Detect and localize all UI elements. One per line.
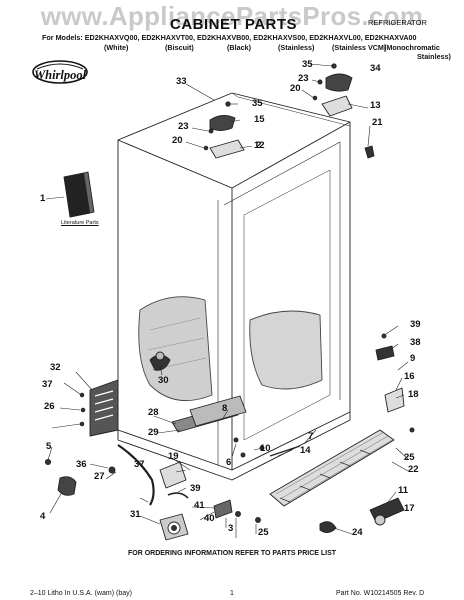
callout-28: 28: [148, 407, 159, 418]
callout-34: 34: [370, 63, 381, 74]
callout-15: 15: [254, 114, 265, 125]
callout-12: 12: [254, 140, 265, 151]
literature-parts-label: Literature Parts: [61, 220, 99, 226]
page-title: CABINET PARTS: [170, 16, 298, 33]
toe-grille: [269, 429, 395, 507]
callout-35b: 35: [302, 59, 313, 70]
callout-16: 16: [404, 371, 415, 382]
variant-white: (White): [104, 43, 129, 52]
callout-3: 3: [228, 523, 234, 534]
footer-page-number: 1: [230, 590, 234, 597]
callout-30: 30: [158, 375, 169, 386]
callout-31: 31: [130, 509, 141, 520]
variant-biscuit: (Biscuit): [165, 43, 194, 52]
models-line: For Models: ED2KHAXVQ00, ED2KHAXVT00, ED…: [42, 33, 417, 42]
bottom-hinge-right: [375, 333, 415, 433]
callout-25b: 25: [258, 527, 269, 538]
top-hinge-center: [203, 101, 245, 159]
wiring-panel: [79, 379, 119, 437]
callout-23: 23: [178, 121, 189, 132]
variant-monochromatic-2: Stainless): [417, 52, 451, 61]
ordering-note: FOR ORDERING INFORMATION REFER TO PARTS …: [127, 550, 337, 557]
callout-27: 27: [94, 471, 105, 482]
callout-18: 18: [408, 389, 419, 400]
callout-13: 13: [370, 100, 381, 111]
callout-6: 6: [226, 457, 232, 468]
footer-part-number: Part No. W10214505 Rev. D: [336, 590, 425, 597]
brand-name: Whirlpool: [34, 68, 87, 82]
leveling-leg-left: [44, 458, 77, 496]
callout-20: 20: [172, 135, 183, 146]
top-hinge-right: [312, 63, 375, 159]
leader-lines: [45, 63, 409, 538]
callout-1: 1: [40, 193, 46, 204]
callout-8: 8: [222, 403, 228, 414]
callout-26: 26: [44, 401, 55, 412]
callout-36: 36: [76, 459, 87, 470]
variant-monochromatic: (Monochromatic: [384, 43, 440, 52]
callout-38: 38: [410, 337, 421, 348]
page-category: REFRIGERATOR: [368, 18, 427, 27]
literature-booklet: [63, 171, 95, 218]
whirlpool-logo-icon: [32, 60, 88, 84]
callout-5: 5: [46, 441, 52, 452]
callout-17: 17: [404, 503, 415, 514]
callout-14: 14: [300, 445, 311, 456]
center-rail: [171, 395, 301, 458]
callout-32: 32: [50, 362, 61, 373]
water-valve: [149, 351, 171, 371]
callout-24: 24: [352, 527, 363, 538]
callout-41: 41: [194, 500, 205, 511]
callout-20b: 20: [290, 83, 301, 94]
callout-21: 21: [372, 117, 383, 128]
callout-10: 10: [260, 443, 271, 454]
cabinet-interior: [138, 296, 323, 402]
callout-22: 22: [408, 464, 419, 475]
callout-39: 39: [410, 319, 421, 330]
callout-35: 35: [252, 98, 263, 109]
callout-19: 19: [168, 451, 179, 462]
callout-29: 29: [148, 427, 159, 438]
variant-stainless: (Stainless): [278, 43, 315, 52]
variant-stainless-vcm: (Stainless VCM): [332, 43, 387, 52]
floor-parts: [213, 497, 405, 533]
watermark: www.AppliancePartsPros.com: [40, 1, 424, 31]
callout-37b: 37: [134, 459, 145, 470]
callout-2: 2: [256, 140, 262, 151]
callout-40: 40: [204, 513, 215, 524]
callout-23b: 23: [298, 73, 309, 84]
callout-7: 7: [308, 431, 314, 442]
callout-39b: 39: [190, 483, 201, 494]
callout-4: 4: [40, 511, 46, 522]
callout-25: 25: [404, 452, 415, 463]
variant-black: (Black): [227, 43, 251, 52]
callout-33: 33: [176, 76, 187, 87]
drain-assembly: [108, 444, 189, 541]
callout-9: 9: [410, 353, 416, 364]
callout-11: 11: [398, 485, 409, 496]
callout-37: 37: [42, 379, 53, 390]
footer-litho: 2–10 Litho In U.S.A. (wam) (bay): [30, 590, 132, 597]
